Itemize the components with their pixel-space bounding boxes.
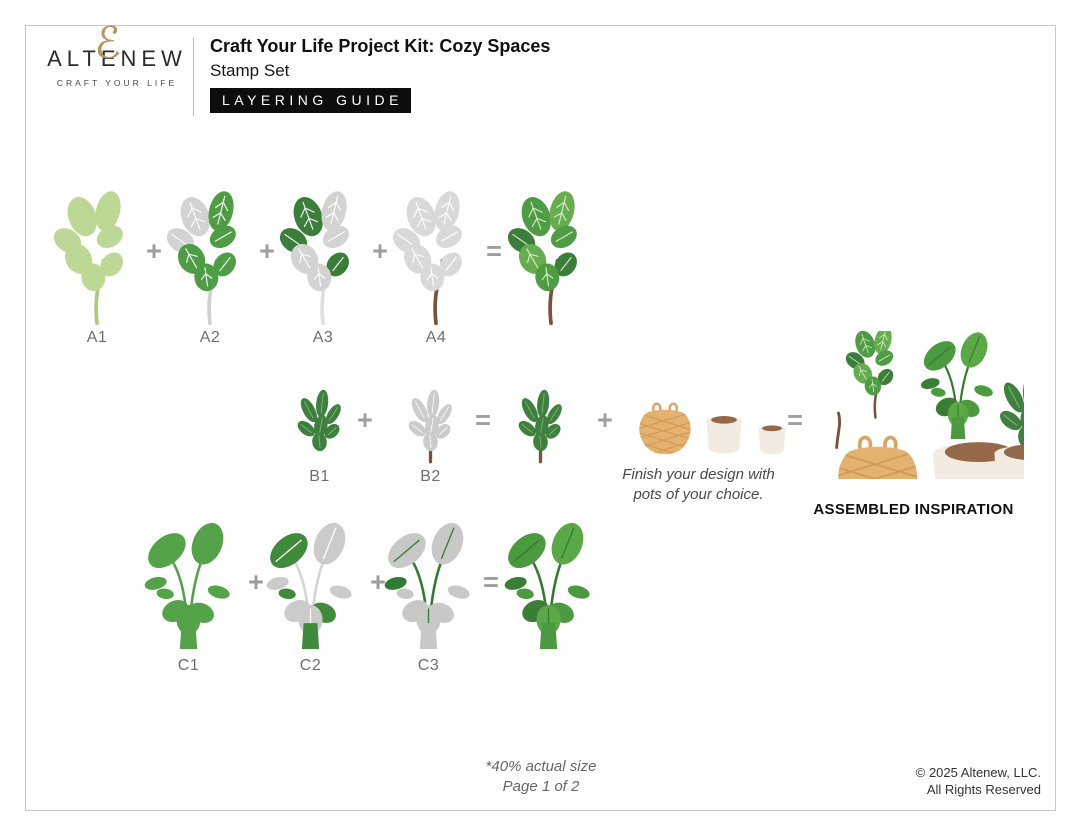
stamp-b-result-illustration bbox=[514, 389, 567, 465]
stamp-a2-illustration bbox=[164, 189, 256, 327]
stamp-label-c2: C2 bbox=[299, 657, 322, 674]
stamp-label-b2: B2 bbox=[420, 468, 441, 485]
pots-note: Finish your design with pots of your cho… bbox=[606, 465, 791, 506]
copyright: © 2025 Altenew, LLC. All Rights Reserved bbox=[861, 765, 1041, 799]
stamp-c3-illustration bbox=[381, 521, 476, 651]
basket-illustration bbox=[634, 399, 696, 457]
copyright-line1: © 2025 Altenew, LLC. bbox=[915, 765, 1041, 780]
layering-guide-badge: LAYERING GUIDE bbox=[210, 87, 411, 113]
wordmark-right: NEW bbox=[120, 46, 187, 71]
stamp-c-result-illustration bbox=[501, 521, 596, 651]
stamp-a4-illustration bbox=[390, 189, 482, 327]
stamp-b2-illustration bbox=[404, 389, 457, 465]
logo-tagline: CRAFT YOUR LIFE bbox=[56, 78, 178, 88]
stamp-label-c3: C3 bbox=[417, 657, 440, 674]
stamp-label-a3: A3 bbox=[312, 329, 334, 346]
header-title-block: Craft Your Life Project Kit: Cozy Spaces… bbox=[210, 36, 550, 113]
plus-operator: + bbox=[597, 405, 613, 435]
page-title: Craft Your Life Project Kit: Cozy Spaces bbox=[210, 36, 551, 56]
plus-operator: + bbox=[146, 236, 162, 266]
stamp-label-a1: A1 bbox=[86, 329, 108, 346]
equals-operator: = bbox=[483, 567, 499, 597]
wordmark-e-letter: E bbox=[100, 46, 121, 71]
plus-operator: + bbox=[357, 405, 373, 435]
page-indicator: Page 1 of 2 bbox=[502, 778, 580, 795]
plus-operator: + bbox=[259, 236, 275, 266]
stamp-label-c1: C1 bbox=[177, 657, 200, 674]
equals-operator: = bbox=[475, 405, 491, 435]
equals-operator: = bbox=[486, 236, 502, 266]
stamp-label-b1: B1 bbox=[309, 468, 330, 485]
assembled-inspiration-title: ASSEMBLED INSPIRATION bbox=[813, 501, 1014, 518]
stamp-c1-illustration bbox=[141, 521, 236, 651]
pots-note-line1: Finish your design with bbox=[622, 466, 775, 483]
equals-operator: = bbox=[787, 405, 803, 435]
plus-operator: + bbox=[370, 567, 386, 597]
medium-pot-illustration bbox=[701, 413, 747, 457]
plus-operator: + bbox=[372, 236, 388, 266]
header-divider bbox=[193, 38, 194, 116]
stamp-c2-illustration bbox=[263, 521, 358, 651]
page-subtitle: Stamp Set bbox=[210, 60, 290, 80]
plus-operator: + bbox=[248, 567, 264, 597]
assembled-inspiration-illustration bbox=[804, 331, 1024, 479]
stamp-b1-illustration bbox=[293, 389, 346, 465]
stamp-a-result-illustration bbox=[505, 189, 597, 327]
pots-note-line2: pots of your choice. bbox=[633, 486, 764, 504]
wordmark-left: ALT bbox=[47, 46, 101, 71]
stamp-a3-illustration bbox=[277, 189, 369, 327]
stamp-label-a4: A4 bbox=[425, 329, 447, 346]
stamp-label-a2: A2 bbox=[199, 329, 221, 346]
stamp-a1-illustration bbox=[51, 189, 143, 327]
copyright-line2: All Rights Reserved bbox=[926, 781, 1041, 797]
scale-note: *40% actual size bbox=[485, 758, 597, 775]
